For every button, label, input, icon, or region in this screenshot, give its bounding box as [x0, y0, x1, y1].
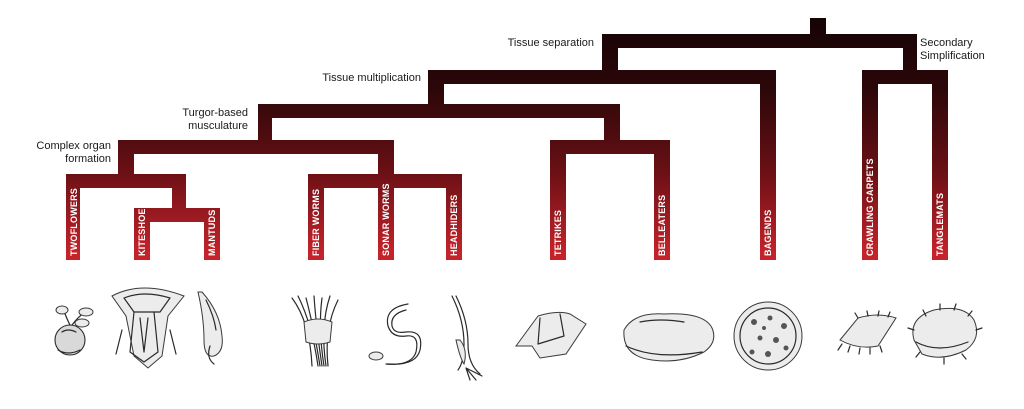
- leaf-label-belleaters: BELLEATERS: [657, 195, 667, 256]
- complex-organ-label-1: Complex organ: [36, 140, 111, 152]
- tetrikes-stem: [550, 140, 566, 260]
- turgor-stem: [258, 104, 272, 144]
- leaf-label-headhiders: HEADHIDERS: [449, 194, 459, 256]
- creature-illustrations: [54, 287, 983, 381]
- crawling-carpets-stem: [862, 70, 878, 260]
- tanglemats-stem: [932, 70, 948, 260]
- tissue-multiplication-bar: [428, 70, 776, 84]
- secondary-simplification-label-2: Simplification: [920, 50, 985, 62]
- blob-pad-icon: [623, 313, 715, 362]
- tissue-multiplication-label: Tissue multiplication: [322, 72, 421, 84]
- sonar-worms-stem: [378, 174, 394, 260]
- round-bag-icon: [733, 301, 803, 371]
- leaf-label-tetrikes: TETRIKES: [553, 210, 563, 256]
- twoflowers-stem: [66, 174, 80, 260]
- kiteshoes-stem: [134, 208, 150, 260]
- mantuds-stem: [204, 208, 220, 260]
- flat-sheet-icon: [515, 311, 587, 359]
- complex-organ-bar: [118, 140, 394, 154]
- leaf-label-mantuds: MANTUDS: [207, 210, 217, 256]
- curved-stalk-icon: [451, 295, 483, 381]
- turgor-label-2: musculature: [188, 120, 248, 132]
- kite-mantud-bar: [134, 208, 218, 222]
- radial-bar: [550, 140, 670, 154]
- complex-organ-stem-left: [118, 140, 134, 180]
- fiber-worms-stem: [308, 174, 324, 260]
- s-worm-icon: [368, 303, 422, 365]
- fiber-bundle-icon: [291, 295, 339, 367]
- leaf-label-sonar-worms: SONAR WORMS: [381, 183, 391, 256]
- bagends-stem: [760, 70, 776, 260]
- tissue-separation-stem: [602, 34, 618, 76]
- secondary-simplification-label-1: Secondary: [920, 37, 973, 49]
- leaf-label-twoflowers: TWOFLOWERS: [69, 188, 79, 256]
- leaf-label-fiber-worms: FIBER WORMS: [311, 189, 321, 256]
- left-clade-bar: [66, 174, 186, 188]
- headhiders-stem: [446, 174, 462, 260]
- radial-stem: [604, 104, 620, 148]
- leaf-label-bagends: BAGENDS: [763, 210, 773, 256]
- leaf-label-crawling-carpets: CRAWLING CARPETS: [865, 158, 875, 256]
- node-labels: Tissue separation Secondary Simplificati…: [36, 37, 984, 165]
- leaf-label-kiteshoes: KITESHOES: [137, 202, 147, 256]
- belleaters-stem: [654, 140, 670, 260]
- kite-frame-icon: [111, 287, 185, 369]
- turgor-label-1: Turgor-based: [182, 107, 248, 119]
- leaf-labels: TWOFLOWERS KITESHOES MANTUDS FIBER WORMS…: [69, 158, 945, 256]
- secondary-simplification-stem: [903, 34, 917, 76]
- tree-branches: [66, 18, 948, 260]
- turgor-bar: [258, 104, 620, 118]
- fuzzy-mat-icon: [907, 303, 983, 365]
- complex-organ-label-2: formation: [65, 153, 111, 165]
- root-bar: [602, 34, 917, 48]
- leaf-label-tanglemats: TANGLEMATS: [935, 193, 945, 256]
- bulb-flower-icon: [54, 305, 94, 356]
- hairy-carpet-icon: [837, 310, 897, 355]
- drop-tail-icon: [197, 291, 223, 365]
- complex-organ-stem-right: [378, 140, 394, 180]
- secondary-simplification-bar: [862, 70, 948, 84]
- tissue-separation-label: Tissue separation: [508, 37, 594, 49]
- tissue-multiplication-stem: [428, 70, 444, 112]
